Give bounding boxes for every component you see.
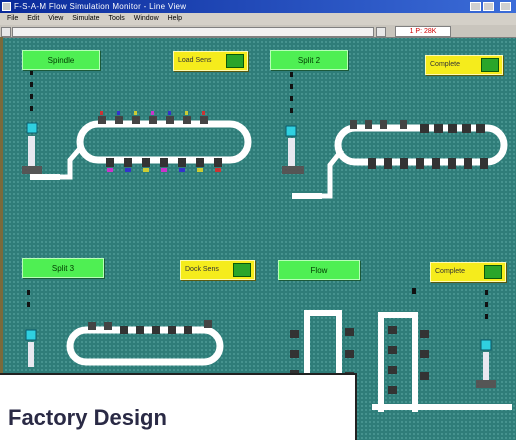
workstation-row-2b [368,158,488,169]
line-3-title-panel[interactable]: Split 3 [22,258,104,278]
toolbar-scroll-icon[interactable] [376,27,386,37]
line-4-status-label: Complete [435,268,465,275]
minimize-icon[interactable] [470,2,481,11]
line-1-status-panel[interactable]: Load Sens [173,51,248,71]
toolbar-button-icon[interactable] [1,27,11,37]
app-menu-icon[interactable] [2,2,11,11]
line-3-status-lamp-icon [233,263,251,277]
line-4-status-panel[interactable]: Complete [430,262,506,282]
menu-item-file[interactable]: File [7,15,19,22]
factory-layout-diagram [22,70,512,412]
source-machine-icon[interactable] [25,329,37,341]
workstation-row-2a [350,120,485,133]
line-3-layout [25,290,224,367]
source-machine-icon[interactable] [26,122,38,134]
source-machine-icon[interactable] [285,125,297,137]
toolbar-address-field[interactable] [12,27,374,37]
line-2-status-panel[interactable]: Complete [425,55,503,75]
caption-banner: Factory Design [0,373,357,440]
line-4-title-panel[interactable]: Flow [278,260,360,280]
line-3-status-label: Dock Sens [185,266,219,273]
menu-item-window[interactable]: Window [133,15,159,22]
line-3-status-panel[interactable]: Dock Sens [180,260,255,280]
line-2-status-label: Complete [430,61,460,68]
window-title: F-S-A-M Flow Simulation Monitor - Line V… [14,2,187,11]
conveyor-loop-2 [334,124,508,166]
source-machine-icon[interactable] [480,339,492,351]
workstation-row-1a [98,111,208,124]
line-1-status-lamp-icon [226,54,244,68]
menu-item-help[interactable]: Help [167,15,182,22]
line-2-title-panel[interactable]: Split 2 [270,50,348,70]
line-4-status-lamp-icon [484,265,502,279]
menu-item-view[interactable]: View [48,15,64,22]
menu-item-simulate[interactable]: Simulate [72,15,100,22]
conveyor-loop-3 [66,326,224,366]
title-bar: F-S-A-M Flow Simulation Monitor - Line V… [0,0,516,13]
menu-bar: File Edit View Simulate Tools Window Hel… [0,13,516,25]
workstation-row-1b [106,158,222,172]
close-icon[interactable] [500,2,511,11]
window-left-border [0,37,3,440]
toolbar: 1 P: 28K [0,25,516,38]
line-2-layout [282,72,508,199]
line-2-status-lamp-icon [481,58,499,72]
conveyor-loop-1 [76,120,252,164]
line-1-title-panel[interactable]: Spindle [22,50,100,70]
menu-item-edit[interactable]: Edit [27,15,40,22]
line-1-status-label: Load Sens [178,57,212,64]
menu-item-tools[interactable]: Tools [108,15,125,22]
workstation-row-3a [88,320,212,334]
toolbar-status-value: 1 P: 28K [395,26,451,37]
line-1-layout [22,70,252,180]
maximize-icon[interactable] [483,2,494,11]
banner-title: Factory Design [8,405,167,430]
